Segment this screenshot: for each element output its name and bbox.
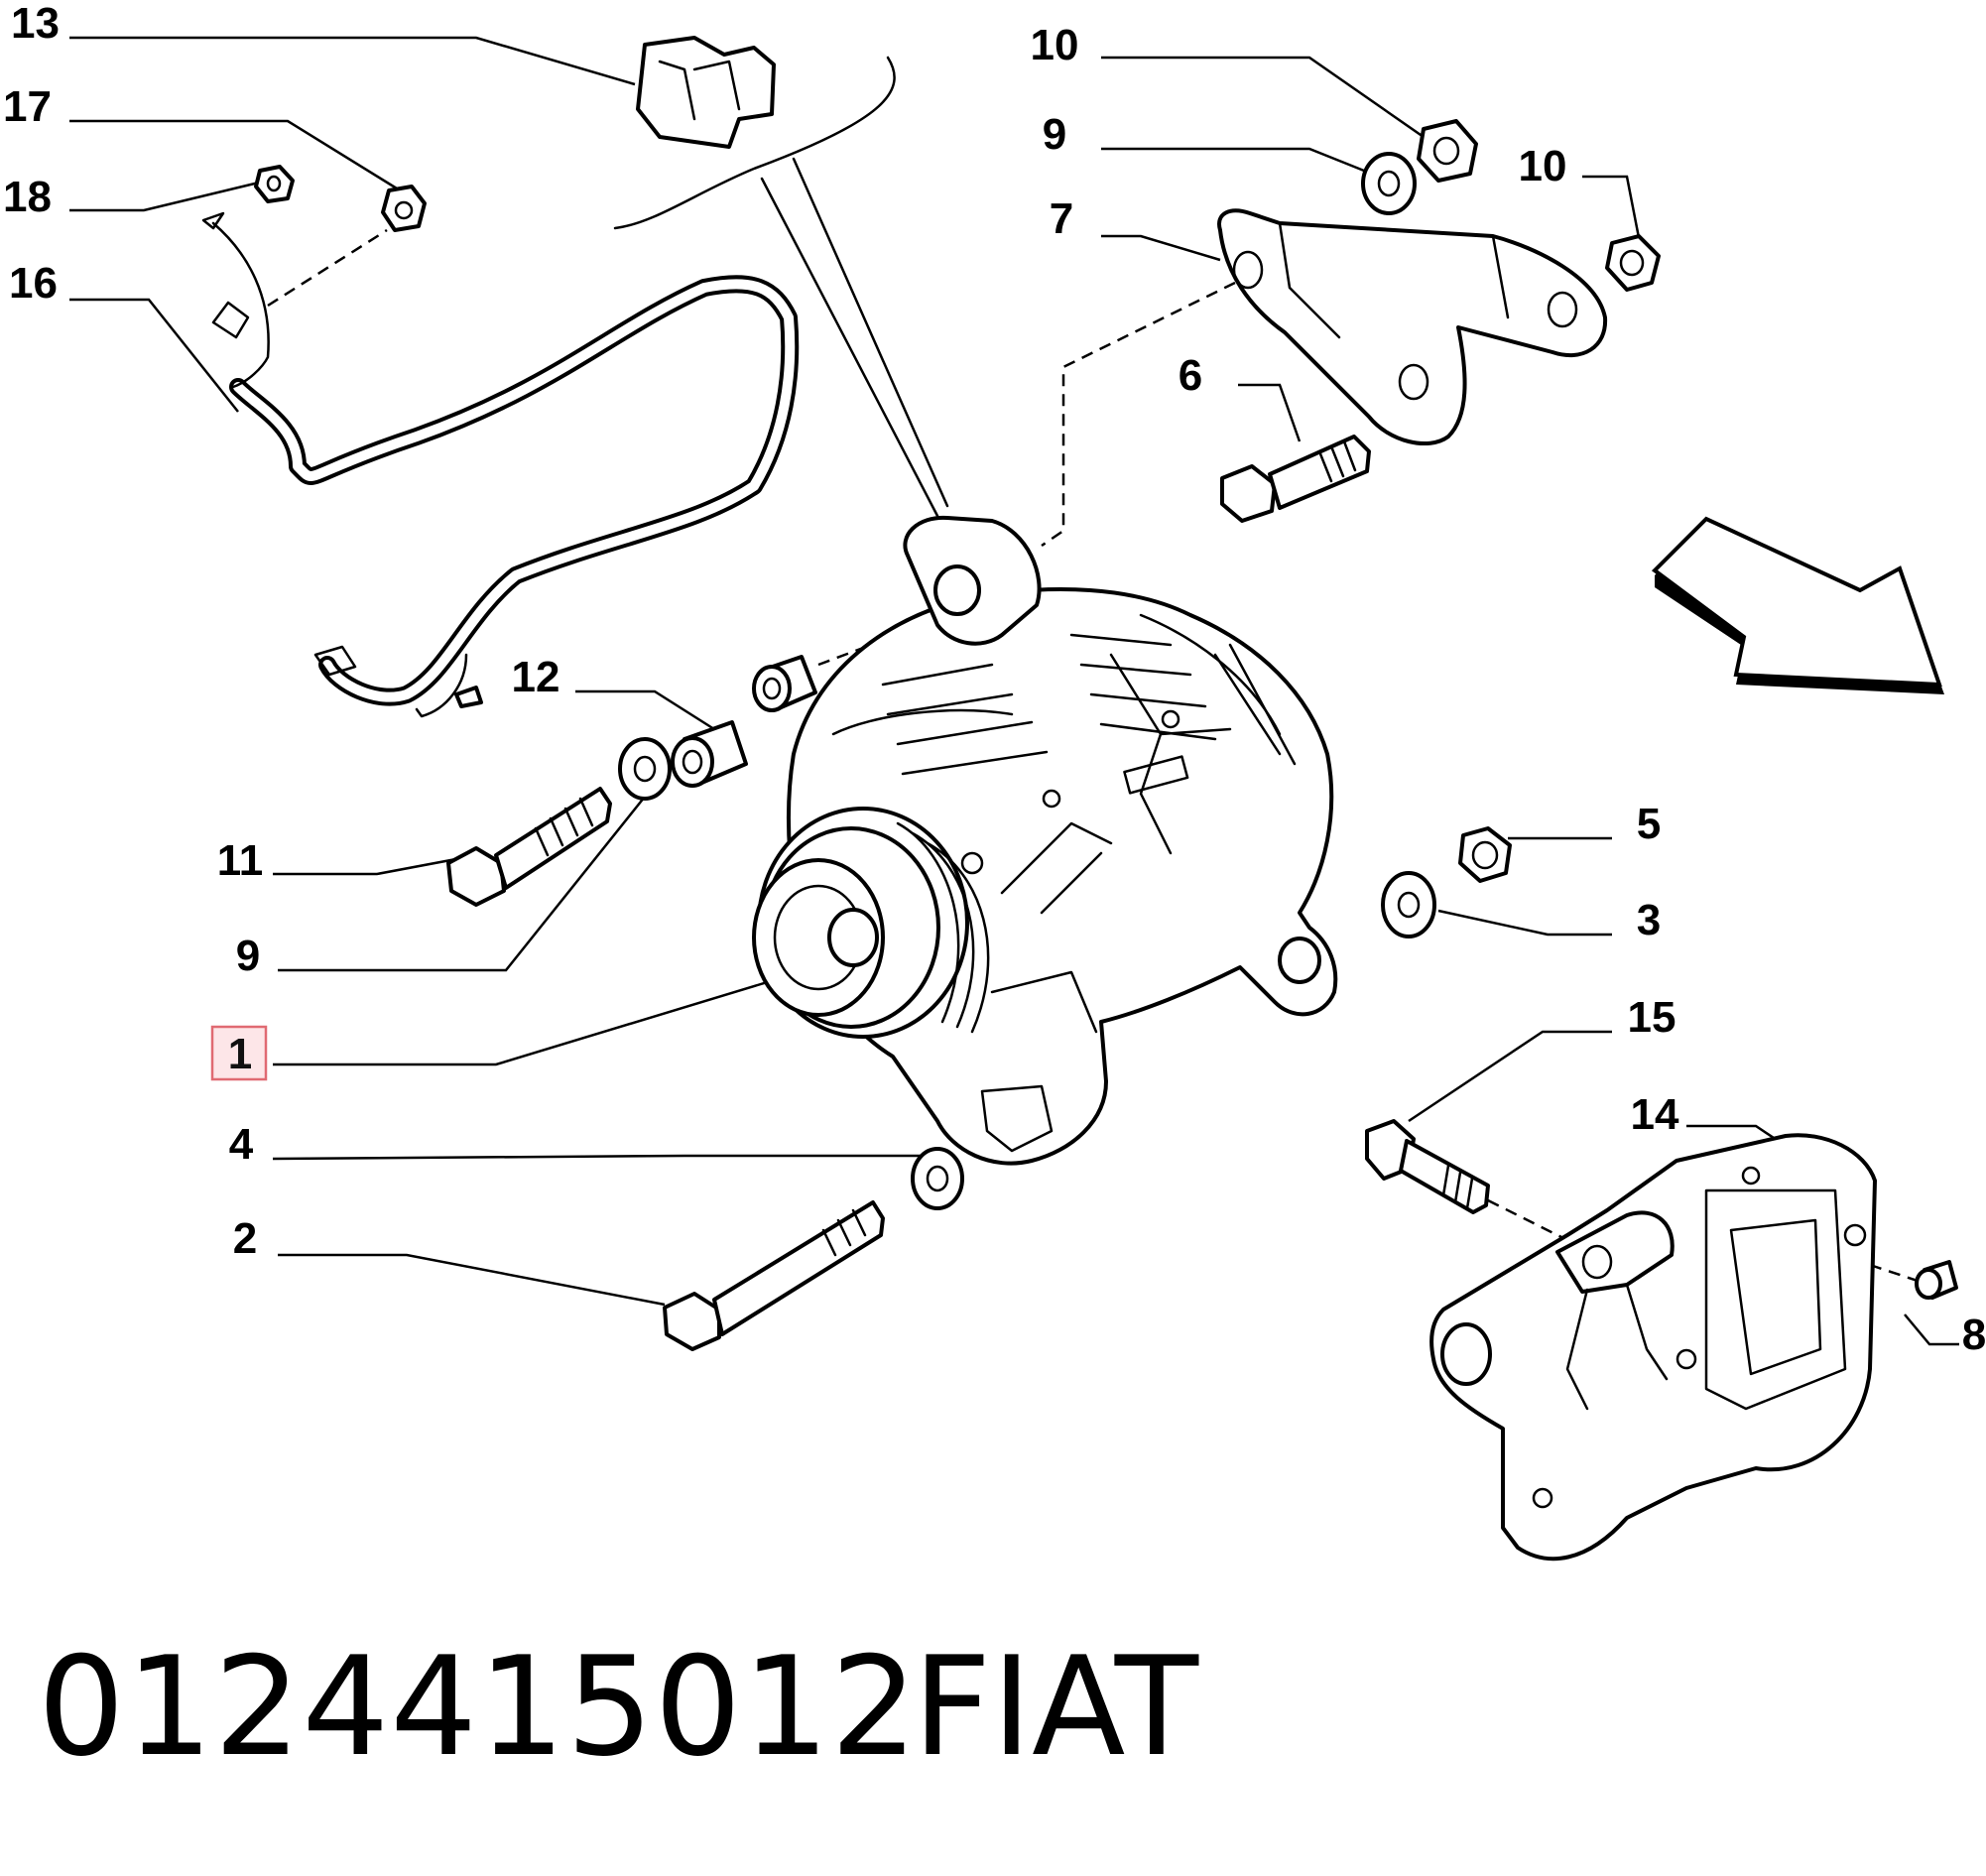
callout-17: 17	[3, 82, 52, 131]
callout-16: 16	[9, 259, 58, 308]
callout-9-top: 9	[1043, 110, 1066, 159]
part-18-nut	[254, 165, 295, 203]
part-14-support	[1429, 1133, 1877, 1562]
part-1-alternator	[752, 515, 1338, 1166]
callout-1: 1	[228, 1030, 252, 1078]
part-number-label: 0124415012	[38, 1627, 919, 1787]
callout-1-highlight	[210, 1025, 268, 1081]
pointer-line-b	[760, 177, 939, 518]
part-9-washer-top	[1361, 152, 1417, 215]
part-6-bolt	[1220, 435, 1371, 523]
part-8-dowel	[1915, 1260, 1958, 1300]
direction-arrow	[1651, 516, 1944, 694]
callout-6: 6	[1179, 351, 1202, 400]
part-12-spacer-b	[752, 655, 817, 712]
brand-label: FIAT	[913, 1627, 1199, 1787]
callout-15: 15	[1628, 993, 1676, 1042]
callout-labels: 13 17 18 16 10 9 10 7 6 12 11 9 1 4 2 5 …	[3, 0, 1986, 1359]
part-16-wiring-harness	[201, 211, 800, 718]
callout-18: 18	[3, 173, 52, 221]
callout-13: 13	[11, 0, 60, 48]
callout-10-top: 10	[1031, 21, 1079, 69]
part-2-bolt	[663, 1200, 885, 1351]
callout-3: 3	[1637, 896, 1661, 944]
callout-11: 11	[217, 836, 264, 885]
part-10-nut-right	[1605, 234, 1661, 292]
part-5-nut	[1458, 826, 1512, 883]
callout-5: 5	[1637, 800, 1661, 848]
part-13-rubber-cap	[636, 36, 776, 149]
callout-14: 14	[1631, 1090, 1679, 1139]
part-15-bolt	[1365, 1119, 1490, 1214]
callout-10-right: 10	[1519, 142, 1567, 190]
callout-12: 12	[512, 653, 560, 701]
part-12-spacer-a	[671, 720, 748, 788]
callout-9-left: 9	[236, 932, 260, 980]
wire-route-outline	[613, 56, 896, 230]
callout-4: 4	[229, 1120, 254, 1169]
part-17-nut	[381, 185, 427, 232]
callout-8: 8	[1962, 1311, 1986, 1359]
callout-7: 7	[1050, 194, 1073, 243]
part-7-bracket	[1217, 208, 1608, 446]
part-11-bolt	[446, 787, 612, 907]
part-10-nut-top	[1417, 119, 1478, 183]
leader-lines	[69, 36, 1959, 1346]
part-3-washer	[1381, 871, 1436, 938]
part-9-washer-left	[618, 737, 672, 801]
part-4-washer	[911, 1147, 964, 1210]
callout-2: 2	[233, 1214, 257, 1263]
pointer-line-a	[792, 157, 949, 508]
